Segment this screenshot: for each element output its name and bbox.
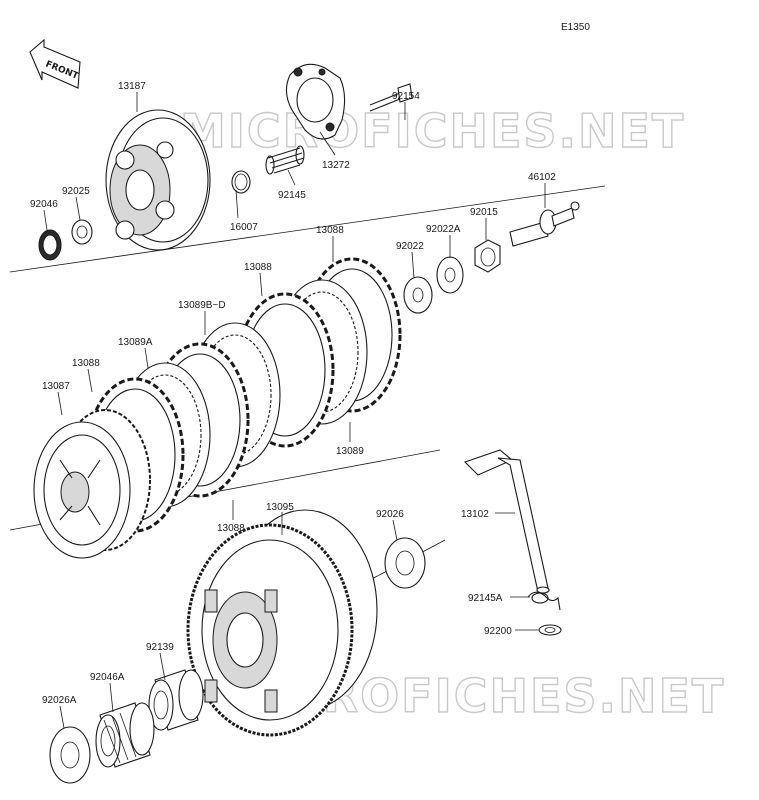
label-13089B-D: 13089B~D (178, 300, 226, 311)
part-92200-washer (538, 624, 562, 636)
label-92145A: 92145A (468, 593, 503, 604)
part-13087-clutch-hub (33, 409, 151, 559)
part-46102-pushrod (509, 201, 580, 247)
label-16007: 16007 (230, 222, 258, 233)
part-92154-bolt (369, 83, 413, 112)
part-92145-spring (265, 145, 305, 175)
part-92015-nut (474, 239, 501, 273)
label-92046A: 92046A (90, 672, 125, 683)
label-46102: 46102 (528, 172, 556, 183)
part-92139-collar (148, 669, 204, 731)
part-92022-washer (403, 276, 433, 314)
part-92145A-spring (527, 591, 561, 611)
label-13095: 13095 (266, 502, 294, 513)
label-13089: 13089 (336, 446, 364, 457)
part-13095-clutch-housing (186, 509, 378, 737)
label-92025: 92025 (62, 186, 90, 197)
label-92145: 92145 (278, 190, 306, 201)
label-92022: 92022 (396, 241, 424, 252)
label-92154: 92154 (392, 91, 420, 102)
label-13102: 13102 (461, 509, 489, 520)
label-92139: 92139 (146, 642, 174, 653)
label-13088-b: 13088 (244, 262, 272, 273)
part-16007-ring (231, 170, 251, 194)
label-92200: 92200 (484, 626, 512, 637)
label-13088-a: 13088 (316, 225, 344, 236)
part-13102-release-shaft (463, 449, 550, 594)
leader-lines (43, 92, 546, 729)
part-92026A-washer (49, 726, 91, 784)
label-13187: 13187 (118, 81, 146, 92)
label-92022A: 92022A (426, 224, 461, 235)
part-labels: 13187 92154 13272 92145 16007 92025 9204… (30, 81, 556, 706)
front-arrow-icon: FRONT (29, 38, 81, 89)
label-13088-c: 13088 (72, 358, 100, 369)
watermark-top: MICROFICHES.NET (180, 104, 685, 158)
label-13088-d: 13088 (217, 523, 245, 534)
part-92046A-needle-bearing (95, 702, 155, 768)
part-13272-plate (285, 63, 346, 140)
label-13089A: 13089A (118, 337, 153, 348)
label-13087: 13087 (42, 381, 70, 392)
part-92026-washer (384, 537, 426, 589)
part-92022A-washer (436, 256, 464, 294)
label-92015: 92015 (470, 207, 498, 218)
label-13272: 13272 (322, 160, 350, 171)
part-13187-pressure-plate (105, 109, 211, 251)
diagram-code: E1350 (561, 22, 590, 33)
part-92025-washer (71, 219, 93, 245)
label-92026A: 92026A (42, 695, 77, 706)
label-92026: 92026 (376, 509, 404, 520)
label-92046: 92046 (30, 199, 58, 210)
